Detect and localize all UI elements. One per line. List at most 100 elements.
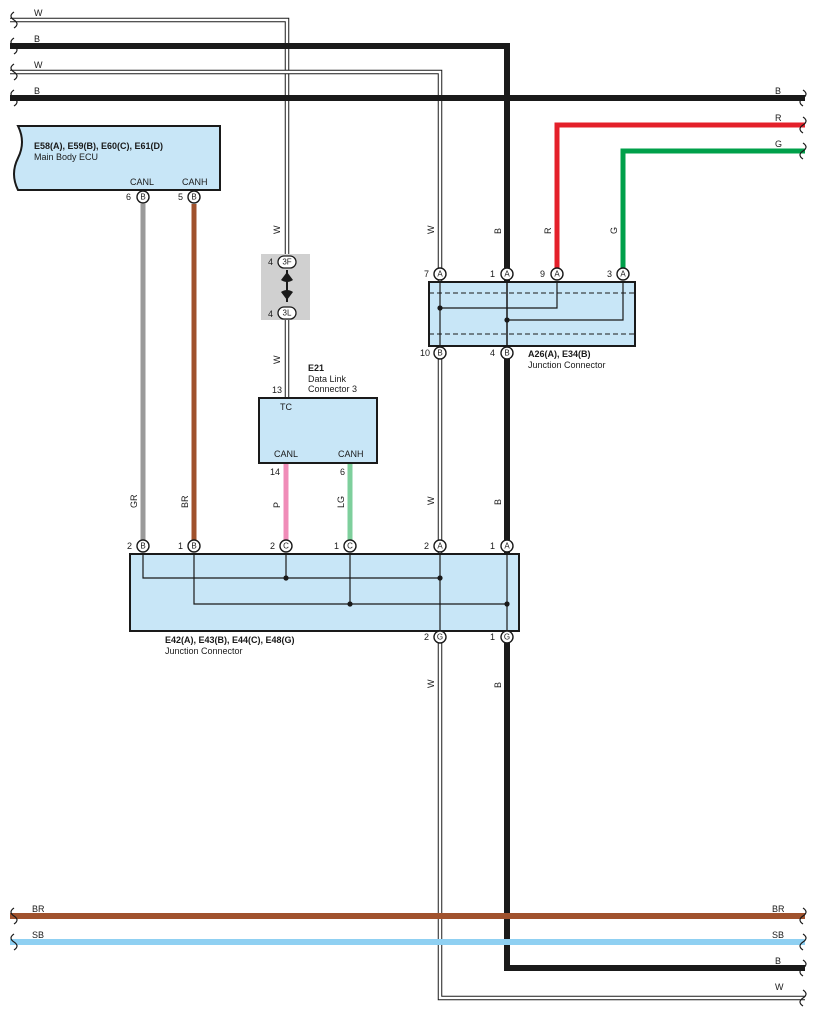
svg-text:A: A: [620, 270, 626, 279]
wire-label: G: [609, 227, 619, 234]
wire-label: B: [775, 86, 781, 96]
svg-text:C: C: [347, 542, 353, 551]
wire-label: B: [493, 228, 503, 234]
jc-lower-pin: 2 B: [127, 539, 150, 553]
dlc-pin-tc: 13: [272, 385, 282, 395]
ecu-pin-canl: 6 B: [126, 190, 150, 204]
wire-label: W: [34, 60, 43, 70]
svg-text:A: A: [437, 270, 443, 279]
wire-label: B: [493, 499, 503, 505]
svg-text:A: A: [504, 542, 510, 551]
svg-text:4: 4: [268, 257, 273, 267]
wire-label: BR: [772, 904, 785, 914]
dlc-name-line1: Data Link: [308, 374, 347, 384]
jc-upper-title: A26(A), E34(B): [528, 349, 591, 359]
svg-text:4: 4: [268, 309, 273, 319]
wire-break-marks-right: [799, 89, 807, 1007]
jc-lower-pin: 2 G: [424, 630, 447, 644]
svg-text:1: 1: [490, 541, 495, 551]
junction-connector-lower: 2 B 1 B 2 C 1 C 2 A 1 A 2: [127, 539, 520, 656]
svg-text:10: 10: [420, 348, 430, 358]
jc-lower-pin: 2 C: [270, 539, 293, 553]
ecu-canl-label: CANL: [130, 177, 154, 187]
wire-labels: W B W B B R G W B R G W W GR BR P LG W B…: [32, 8, 785, 992]
svg-text:B: B: [191, 542, 196, 551]
wire-label: B: [775, 956, 781, 966]
svg-text:6: 6: [126, 192, 131, 202]
wire-w-top-1: [10, 17, 290, 398]
svg-text:G: G: [504, 633, 510, 642]
jc-lower-name: Junction Connector: [165, 646, 243, 656]
wire-label: B: [34, 86, 40, 96]
wire-label: W: [426, 679, 436, 688]
wire-label: P: [272, 502, 282, 508]
wire-label: W: [272, 225, 282, 234]
wire-label: W: [426, 496, 436, 505]
wire-label: SB: [32, 930, 44, 940]
wire-label: B: [34, 34, 40, 44]
svg-text:1: 1: [490, 269, 495, 279]
svg-text:2: 2: [127, 541, 132, 551]
jc-upper-pin: 3 A: [607, 267, 630, 281]
svg-text:5: 5: [178, 192, 183, 202]
svg-text:B: B: [140, 542, 145, 551]
jc-upper-pin: 4 B: [490, 346, 514, 360]
dlc-canl-label: CANL: [274, 449, 298, 459]
dlc-code: E21: [308, 363, 324, 373]
svg-text:1: 1: [490, 632, 495, 642]
connector-arrow-icon: [281, 272, 293, 282]
main-body-ecu: E58(A), E59(B), E60(C), E61(D) Main Body…: [13, 125, 221, 204]
svg-text:B: B: [504, 349, 509, 358]
svg-text:2: 2: [424, 541, 429, 551]
svg-text:B: B: [140, 193, 145, 202]
wire-label: W: [272, 355, 282, 364]
jc-lower-pin: 1 G: [490, 630, 514, 644]
wire-label: R: [543, 227, 553, 234]
wire-label: W: [426, 225, 436, 234]
jc-upper-pin: 10 B: [420, 346, 447, 360]
svg-text:A: A: [504, 270, 510, 279]
dlc-tc-label: TC: [280, 402, 292, 412]
svg-text:7: 7: [424, 269, 429, 279]
wire-label: SB: [772, 930, 784, 940]
jc-lower-title: E42(A), E43(B), E44(C), E48(G): [165, 635, 295, 645]
wire-label: BR: [32, 904, 45, 914]
dlc-pin-canh: 6: [340, 467, 345, 477]
svg-text:1: 1: [178, 541, 183, 551]
dlc-pin-canl: 14: [270, 467, 280, 477]
ecu-pin-canh: 5 B: [178, 190, 201, 204]
data-link-connector-3: E21 Data Link Connector 3 13 TC CANL CAN…: [258, 363, 378, 477]
ecu-connector-codes: E58(A), E59(B), E60(C), E61(D): [34, 141, 163, 151]
wire-label: B: [493, 682, 503, 688]
svg-text:1: 1: [334, 541, 339, 551]
svg-text:B: B: [191, 193, 196, 202]
wire-label: G: [775, 139, 782, 149]
wire-label: GR: [129, 494, 139, 508]
svg-text:3L: 3L: [283, 309, 292, 318]
svg-text:B: B: [437, 349, 442, 358]
svg-text:9: 9: [540, 269, 545, 279]
jc-upper-name: Junction Connector: [528, 360, 606, 370]
svg-text:2: 2: [424, 632, 429, 642]
svg-text:3: 3: [607, 269, 612, 279]
wire-r: [554, 122, 805, 272]
wire-label: R: [775, 113, 782, 123]
jc-upper-pin: 9 A: [540, 267, 564, 281]
svg-text:A: A: [437, 542, 443, 551]
jc-lower-pin: 1 B: [178, 539, 201, 553]
jc-lower-pin: 1 A: [490, 539, 514, 553]
junction-connector-upper: 7 A 1 A 9 A 3 A 10 B 4 B A26(A),: [420, 267, 636, 370]
dlc-canh-label: CANH: [338, 449, 364, 459]
wire-break-marks-left: [10, 11, 18, 951]
svg-text:4: 4: [490, 348, 495, 358]
svg-text:A: A: [554, 270, 560, 279]
svg-text:C: C: [283, 542, 289, 551]
ecu-canh-label: CANH: [182, 177, 208, 187]
inline-connector-3f-3l: 4 3F 4 3L: [261, 254, 310, 320]
jc-lower-pin: 2 A: [424, 539, 447, 553]
svg-text:G: G: [437, 633, 443, 642]
svg-text:3F: 3F: [282, 258, 291, 267]
wire-label: LG: [336, 496, 346, 508]
wire-label: W: [34, 8, 43, 18]
